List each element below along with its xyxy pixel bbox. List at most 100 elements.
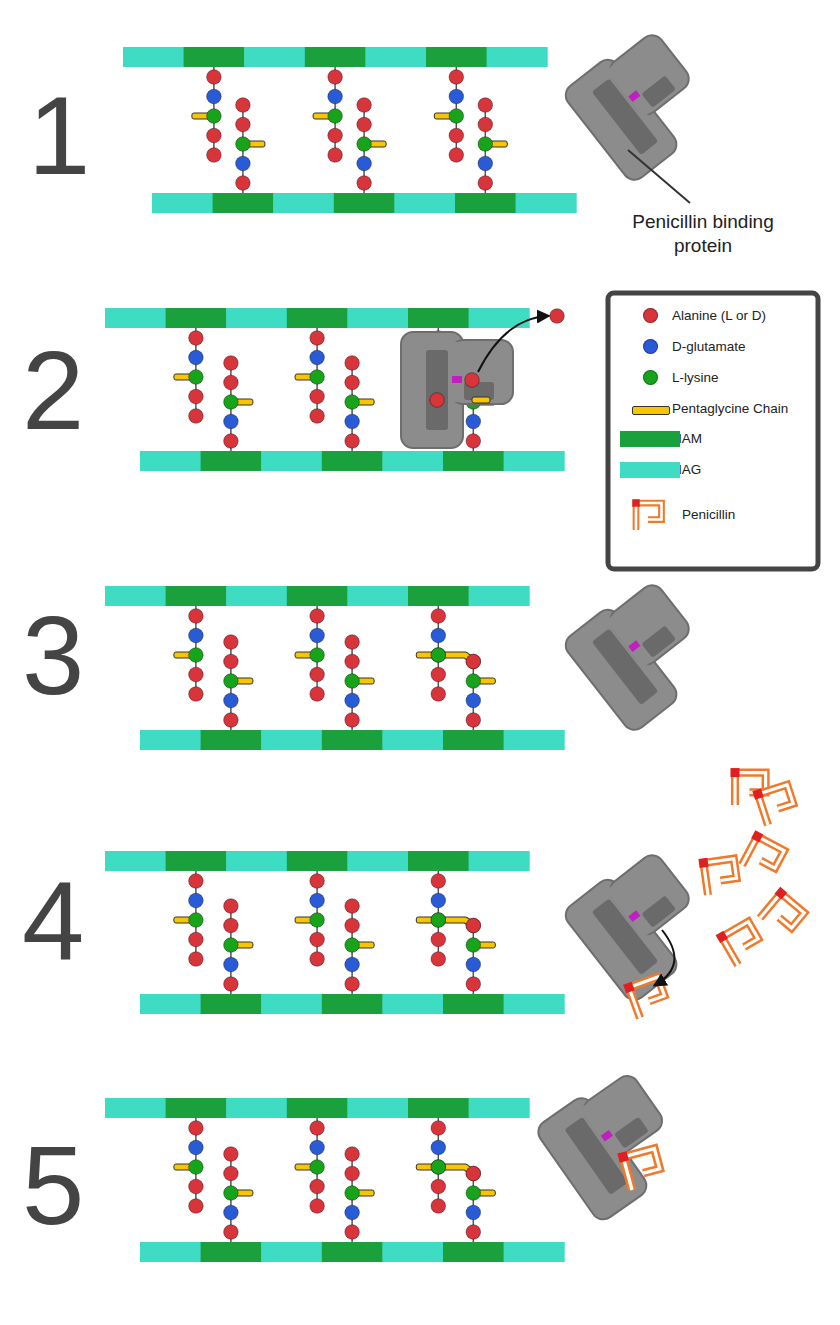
amino-acid-bead: [189, 1199, 204, 1214]
protein-slot: [641, 75, 676, 108]
penicillin-binding-protein: [534, 1065, 692, 1224]
nag-segment: [347, 1098, 408, 1118]
amino-acid-bead: [224, 1186, 239, 1201]
amino-acid-bead: [189, 952, 204, 967]
legend-text: L-lysine: [672, 370, 719, 385]
amino-acid-bead: [431, 667, 446, 682]
nam-segment: [408, 1098, 469, 1118]
nag-segment: [226, 308, 287, 328]
amino-acid-bead: [431, 952, 446, 967]
amino-acid-bead: [224, 938, 239, 953]
nam-segment: [287, 586, 348, 606]
penicillin-outline: [629, 977, 669, 1018]
amino-acid-bead: [431, 687, 446, 702]
legend-box: [608, 293, 818, 569]
nam-segment: [201, 994, 262, 1014]
protein-slot: [426, 350, 448, 430]
amino-acid-bead: [310, 952, 325, 967]
amino-acid-bead: [357, 176, 372, 191]
amino-acid-bead: [357, 98, 372, 113]
penicillin-binding-protein: [561, 574, 721, 734]
nag-segment: [261, 730, 322, 750]
amino-acid-bead: [449, 70, 464, 85]
nag-segment: [105, 851, 166, 871]
nag-segment: [382, 451, 443, 471]
penicillin-molecule: [738, 830, 786, 879]
active-site: [601, 1130, 613, 1141]
nag-segment: [504, 451, 565, 471]
nag-segment: [487, 47, 548, 67]
penicillin-molecule: [632, 499, 661, 530]
nam-segment: [305, 47, 366, 67]
legend-text: Pentaglycine Chain: [672, 401, 788, 416]
amino-acid-bead: [478, 117, 493, 132]
nag-segment: [347, 851, 408, 871]
amino-acid-bead: [345, 1205, 360, 1220]
penicillin-inner: [629, 977, 669, 1018]
penicillin-outline: [722, 922, 765, 965]
amino-acid-bead: [224, 977, 239, 992]
amino-acid-bead: [357, 117, 372, 132]
nag-segment: [123, 47, 184, 67]
penicillin-molecule: [716, 918, 765, 968]
nam-segment: [287, 308, 348, 328]
amino-acid-bead: [345, 1186, 360, 1201]
amino-acid-bead: [310, 331, 325, 346]
amino-acid-bead: [189, 893, 204, 908]
nag-segment: [382, 730, 443, 750]
penicillin-inner: [758, 785, 797, 825]
amino-acid-bead: [466, 977, 481, 992]
amino-acid-bead: [189, 609, 204, 624]
amino-acid-bead: [224, 356, 239, 371]
nam-segment: [408, 851, 469, 871]
beta-lactam-ring: [632, 499, 640, 507]
amino-acid-bead: [224, 635, 239, 650]
amino-acid-bead: [345, 1166, 360, 1181]
amino-acid-bead: [466, 654, 481, 669]
amino-acid-bead: [430, 393, 445, 408]
nam-segment: [201, 1242, 262, 1262]
amino-acid-bead: [478, 137, 493, 152]
amino-acid-bead: [224, 1205, 239, 1220]
nam-segment: [213, 193, 274, 213]
amino-acid-bead: [328, 109, 343, 124]
legend-swatch: [643, 339, 658, 354]
amino-acid-bead: [345, 957, 360, 972]
amino-acid-bead: [478, 98, 493, 113]
legend-swatch: [632, 406, 670, 415]
legend-text: Penicillin: [682, 507, 735, 522]
step-number: 1: [28, 80, 90, 192]
protein-slot: [614, 1117, 649, 1149]
nam-segment: [443, 1242, 504, 1262]
legend-text: D-glutamate: [672, 339, 746, 354]
amino-acid-bead: [310, 648, 325, 663]
nag-segment: [226, 851, 287, 871]
nag-segment: [244, 47, 305, 67]
nag-segment: [261, 451, 322, 471]
amino-acid-bead: [449, 148, 464, 163]
amino-acid-bead: [449, 128, 464, 143]
nag-segment: [140, 994, 201, 1014]
nam-segment: [455, 193, 516, 213]
active-site: [628, 910, 640, 922]
amino-acid-bead: [431, 913, 446, 928]
amino-acid-bead: [236, 137, 251, 152]
nam-segment: [287, 1098, 348, 1118]
nam-segment: [287, 851, 348, 871]
amino-acid-bead: [189, 331, 204, 346]
nam-segment: [166, 586, 227, 606]
penicillin-outline: [703, 859, 738, 895]
amino-acid-bead: [224, 918, 239, 933]
amino-acid-bead: [224, 414, 239, 429]
nam-segment: [166, 308, 227, 328]
amino-acid-bead: [189, 1160, 204, 1175]
amino-acid-bead: [466, 654, 481, 669]
amino-acid-bead: [466, 693, 481, 708]
amino-acid-bead: [466, 1205, 481, 1220]
amino-acid-bead: [431, 1160, 446, 1175]
step-number: 5: [22, 1130, 84, 1242]
protein-slot: [641, 895, 676, 928]
amino-acid-bead: [431, 932, 446, 947]
amino-acid-bead: [449, 89, 464, 104]
amino-acid-bead: [207, 89, 222, 104]
